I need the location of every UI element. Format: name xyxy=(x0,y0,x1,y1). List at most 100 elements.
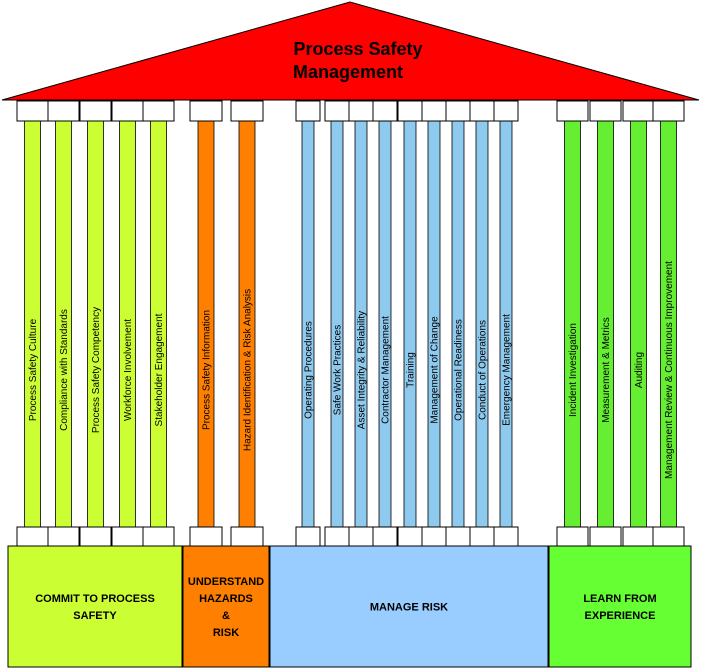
pillar: Process Safety Competency xyxy=(79,100,112,548)
pillar-label: Process Safety Information xyxy=(202,310,213,430)
pillar: Management Review & Continuous Improveme… xyxy=(652,100,685,548)
pillar-bottom-cap xyxy=(295,526,321,548)
pillar-bottom-cap xyxy=(348,526,374,548)
pillar: Safe Work Practices xyxy=(324,100,350,548)
pillar-label: Management Review & Continuous Improveme… xyxy=(664,261,675,479)
pillar-top-cap xyxy=(348,100,374,122)
pillar: Asset Integrity & Reliability xyxy=(348,100,374,548)
pillar-top-cap xyxy=(295,100,321,122)
base-label: EXPERIENCE xyxy=(585,610,656,622)
pillar-bottom-cap xyxy=(230,526,264,548)
pillar-bottom-cap xyxy=(79,526,112,548)
pillar: Process Safety Information xyxy=(189,100,223,548)
pillar-top-cap xyxy=(493,100,519,122)
pillar-top-cap xyxy=(556,100,589,122)
base-label: & xyxy=(222,610,230,622)
pillar-label: Contractor Management xyxy=(381,316,392,424)
pillar-label: Process Safety Competency xyxy=(91,307,102,433)
base-block xyxy=(7,545,183,668)
pillar: Stakeholder Engagement xyxy=(142,100,175,548)
pillar-top-cap xyxy=(469,100,495,122)
base-manage: MANAGE RISK xyxy=(269,545,549,668)
pillar-label: Emergency Management xyxy=(502,314,513,426)
pillar-bottom-cap xyxy=(652,526,685,548)
pillar-top-cap xyxy=(16,100,49,122)
pillar-shaft xyxy=(330,120,344,528)
pillar-bottom-cap xyxy=(397,526,423,548)
pillar: Compliance with Standards xyxy=(47,100,80,548)
pillar: Hazard Identification & Risk Analysis xyxy=(230,100,264,548)
base-block xyxy=(269,545,549,668)
pillar-top-cap xyxy=(230,100,264,122)
pillar-bottom-cap xyxy=(589,526,622,548)
pillar-label: Safe Work Practices xyxy=(333,325,344,415)
pillar-label: Operating Procedures xyxy=(304,321,315,419)
pillar: Emergency Management xyxy=(493,100,519,548)
pillar-label: Workforce Involvement xyxy=(123,319,134,421)
pillars: Process Safety Culture Compliance with St… xyxy=(16,100,685,548)
pillar-bottom-cap xyxy=(469,526,495,548)
pillar-shaft xyxy=(403,120,417,528)
pillar-top-cap xyxy=(79,100,112,122)
base-commit: COMMIT TO PROCESS SAFETY xyxy=(7,545,183,668)
pillar: Operating Procedures xyxy=(295,100,321,548)
pillar-top-cap xyxy=(622,100,655,122)
base-learn: LEARN FROM EXPERIENCE xyxy=(548,545,692,668)
pillar-label: Conduct of Operations xyxy=(478,320,489,420)
pillar: Conduct of Operations xyxy=(469,100,495,548)
pillar-top-cap xyxy=(421,100,447,122)
pillar-bottom-cap xyxy=(445,526,471,548)
pillar-bottom-cap xyxy=(324,526,350,548)
pillar: Operational Readiness xyxy=(445,100,471,548)
base-label: SAFETY xyxy=(73,610,117,622)
pillar-group-manage: Operating Procedures Safe Work Practices A… xyxy=(295,100,519,548)
pillar-group-commit: Process Safety Culture Compliance with St… xyxy=(16,100,175,548)
pillar-label: Process Safety Culture xyxy=(28,318,39,421)
pillar-label: Measurement & Metrics xyxy=(601,317,612,423)
pillar-label: Management of Change xyxy=(430,316,441,424)
pillar-label: Compliance with Standards xyxy=(59,309,70,431)
base-label: MANAGE RISK xyxy=(370,602,448,614)
base-block xyxy=(182,545,270,668)
pillar-bottom-cap xyxy=(556,526,589,548)
pillar-bottom-cap xyxy=(421,526,447,548)
pillar-label: Asset Integrity & Reliability xyxy=(357,311,368,429)
pillar: Contractor Management xyxy=(372,100,398,548)
base-label: COMMIT TO PROCESS xyxy=(35,593,155,605)
pillar-label: Stakeholder Engagement xyxy=(154,313,165,426)
pillar-label: Operational Readiness xyxy=(454,319,465,421)
pillar-top-cap xyxy=(142,100,175,122)
pillar-top-cap xyxy=(324,100,350,122)
roof-title-line1: Process Safety xyxy=(293,39,422,59)
pillar: Management of Change xyxy=(421,100,447,548)
pillar: Auditing xyxy=(622,100,655,548)
base-label: RISK xyxy=(213,627,239,639)
pillar-bottom-cap xyxy=(47,526,80,548)
pillar-bottom-cap xyxy=(16,526,49,548)
pillar-bottom-cap xyxy=(142,526,175,548)
pillar-bottom-cap xyxy=(493,526,519,548)
pillar-bottom-cap xyxy=(111,526,144,548)
base-label: HAZARDS xyxy=(199,593,253,605)
pillar-bottom-cap xyxy=(622,526,655,548)
pillar-top-cap xyxy=(397,100,423,122)
base-block xyxy=(548,545,692,668)
base-understand: UNDERSTAND HAZARDS & RISK xyxy=(182,545,270,668)
pillar-top-cap xyxy=(372,100,398,122)
pillar-group-understand: Process Safety Information Hazard Identif… xyxy=(189,100,264,548)
roof-triangle xyxy=(1,1,700,101)
pillar-top-cap xyxy=(652,100,685,122)
pillar-top-cap xyxy=(189,100,223,122)
base-label: UNDERSTAND xyxy=(188,576,264,588)
pillar: Measurement & Metrics xyxy=(589,100,622,548)
roof: Process Safety Management xyxy=(1,1,700,101)
pillar-shaft xyxy=(630,120,647,528)
base-label: LEARN FROM xyxy=(583,593,656,605)
pillar-label: Training xyxy=(406,352,417,388)
bases: COMMIT TO PROCESS SAFETY UNDERSTAND HAZARDS… xyxy=(7,545,692,668)
pillar-top-cap xyxy=(445,100,471,122)
roof-title-line2: Management xyxy=(293,62,403,82)
pillar-top-cap xyxy=(47,100,80,122)
